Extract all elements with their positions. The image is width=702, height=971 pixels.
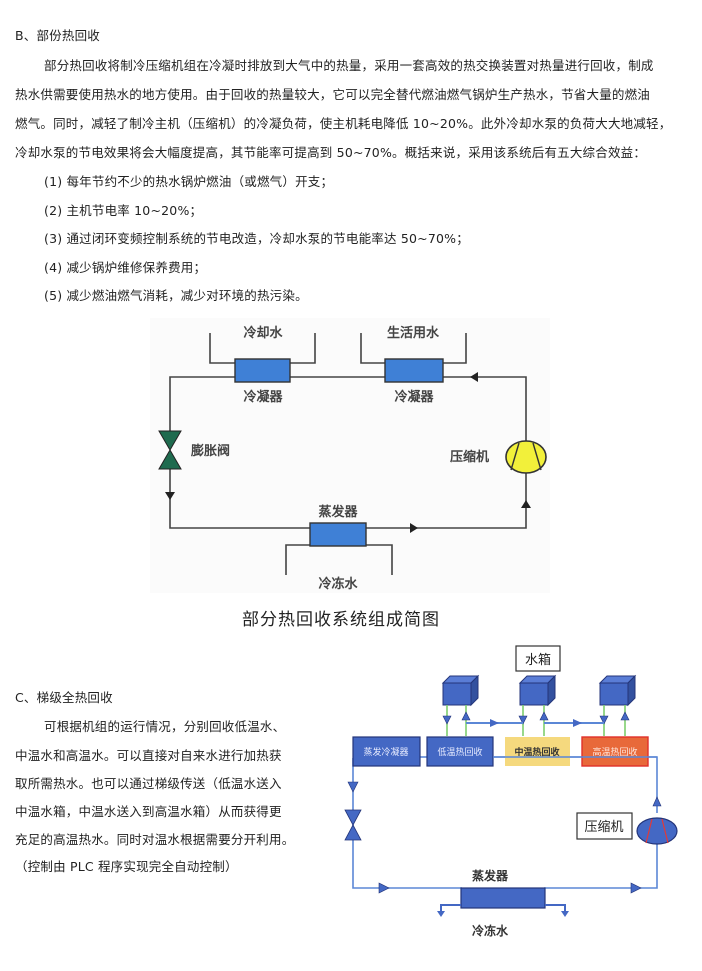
cooling-water-pipe <box>209 333 235 364</box>
section-c-paragraph-line: 中温水和高温水。可以直接对自来水进行加热获 <box>15 748 282 763</box>
section-c-heading: C、梯级全热回收 <box>15 690 113 705</box>
flow-arrow-icon <box>620 711 630 721</box>
flow-arrow-icon <box>442 715 452 725</box>
expansion-valve-icon <box>344 824 362 841</box>
low-temp-recovery-box <box>426 736 494 767</box>
compressor-label: 压缩机 <box>450 449 489 465</box>
high-temp-recovery-label: 高温热回收 <box>592 746 637 758</box>
expansion-valve-icon <box>158 449 182 470</box>
section-c-paragraph-line: 中温水箱，中温水送入到高温水箱）从而获得更 <box>15 804 282 819</box>
section-c-paragraph-line: 充足的高温热水。同时对温水根据需要分开利用。 <box>15 832 295 847</box>
flow-arrow-icon <box>437 911 445 917</box>
water-tank-label-box <box>515 645 561 672</box>
compressor-label-box <box>576 812 633 840</box>
evaporator-box <box>460 887 546 909</box>
low-temp-recovery-label: 低温热回收 <box>437 746 482 758</box>
flow-arrow-icon <box>630 882 642 894</box>
chilled-water-label: 冷冻水 <box>318 576 358 592</box>
flow-arrow-icon <box>165 492 175 500</box>
flow-arrow-icon <box>347 781 359 793</box>
water-tank-label: 水箱 <box>525 652 551 668</box>
evap-condenser-label: 蒸发冷凝器 <box>363 746 408 758</box>
flow-arrow-icon <box>561 911 569 917</box>
domestic-water-pipe <box>443 333 467 364</box>
flow-arrow-icon <box>539 711 549 721</box>
expansion-valve-icon <box>158 430 182 451</box>
diagram1-caption: 部分热回收系统组成简图 <box>242 610 440 630</box>
domestic-water-label: 生活用水 <box>387 325 440 341</box>
section-b-paragraph-line: 燃气。同时，减轻了制冷主机（压缩机）的冷凝负荷，使主机耗电降低 10~20%。此… <box>15 116 672 131</box>
benefit-item: (2) 主机节电率 10~20%； <box>44 203 203 218</box>
condenser-left <box>234 358 291 383</box>
section-b-paragraph-line: 热水供需要使用热水的地方使用。由于回收的热量较大，它可以完全替代燃油燃气锅炉生产… <box>15 87 651 102</box>
evaporator <box>309 522 367 547</box>
mid-temp-recovery-label: 中温热回收 <box>514 746 559 758</box>
chilled-water-outlet <box>440 904 461 913</box>
flow-arrow-icon <box>599 715 609 725</box>
high-temp-recovery-box <box>581 736 649 767</box>
diagram1-background <box>150 318 550 593</box>
condenser-left-label: 冷凝器 <box>243 389 283 405</box>
condenser-right-label: 冷凝器 <box>394 389 434 405</box>
water-tank-low <box>441 674 480 707</box>
flow-arrow-icon <box>378 882 390 894</box>
flow-arrow-icon <box>518 715 528 725</box>
evaporator-label: 蒸发器 <box>472 868 509 883</box>
benefit-item: (3) 通过闭环变频控制系统的节电改造，冷却水泵的节电能率达 50~70%； <box>44 231 469 246</box>
section-b-heading: B、部份热回收 <box>15 28 100 43</box>
water-pipes <box>446 705 626 736</box>
section-c-paragraph-line: （控制由 PLC 程序实现完全自动控制） <box>15 859 238 874</box>
condenser-right <box>384 358 444 383</box>
cooling-water-label: 冷却水 <box>243 325 283 341</box>
section-c-paragraph-line: 取所需热水。也可以通过梯级传送（低温水送入 <box>15 776 282 791</box>
expansion-valve-label: 膨胀阀 <box>190 443 230 459</box>
compressor-icon <box>636 817 678 845</box>
chilled-water-label: 冷冻水 <box>472 923 509 938</box>
chilled-water-pipe <box>285 544 310 575</box>
domestic-water-pipe <box>360 333 385 364</box>
compressor-label: 压缩机 <box>584 819 623 835</box>
flow-arrow-icon <box>521 500 531 508</box>
chilled-water-pipe <box>366 544 393 575</box>
section-c-paragraph-line: 可根据机组的运行情况，分别回收低温水、 <box>44 719 286 734</box>
expansion-valve-icon <box>344 809 362 826</box>
water-tank-mid <box>518 674 557 707</box>
flow-arrow-icon <box>410 523 418 533</box>
benefit-item: (5) 减少燃油燃气消耗，减少对环境的热污染。 <box>44 288 308 303</box>
compressor-icon <box>505 440 547 474</box>
mid-temp-recovery-box <box>505 737 570 766</box>
water-tank-high <box>598 674 637 707</box>
chilled-water-outlet <box>545 904 566 913</box>
evaporator-label: 蒸发器 <box>318 504 358 520</box>
cooling-water-pipe <box>290 333 316 364</box>
flow-arrow-icon <box>490 719 499 727</box>
flow-arrow-icon <box>470 372 478 382</box>
section-b-paragraph-line: 冷却水泵的节电效果将会大幅度提高，其节能率可提高到 50~70%。概括来说，采用… <box>15 145 647 160</box>
flow-arrow-icon <box>573 719 582 727</box>
flow-arrow-icon <box>461 711 471 721</box>
flow-arrow-icon <box>652 796 662 807</box>
section-b-paragraph-line: 部分热回收将制冷压缩机组在冷凝时排放到大气中的热量，采用一套高效的热交换装置对热… <box>44 58 654 73</box>
evap-condenser-box <box>352 736 421 767</box>
benefit-item: (1) 每年节约不少的热水锅炉燃油（或燃气）开支； <box>44 174 334 189</box>
benefit-item: (4) 减少锅炉维修保养费用； <box>44 260 207 275</box>
